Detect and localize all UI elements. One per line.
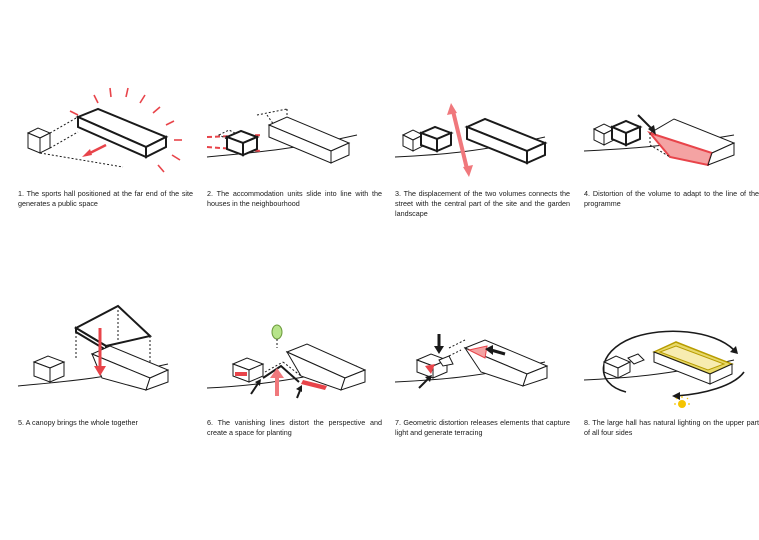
terrace-guides (448, 339, 466, 357)
diagram-5-illustration (17, 304, 170, 391)
diagram-7-illustration (394, 334, 549, 389)
planting-arrow (270, 368, 284, 396)
diagram-7-caption: 7. Geometric distortion releases element… (395, 418, 570, 437)
diagram-6-caption: 6. The vanishing lines distort the persp… (207, 418, 382, 437)
connection-arrow (447, 103, 473, 177)
accommodation-volume (32, 355, 66, 383)
hall-volume (464, 117, 548, 165)
diagram-panel-2: 2. The accommodation units slide into li… (206, 85, 382, 325)
emphasis-rays (69, 87, 182, 173)
diagram-panel-1: 1. The sports hall positioned at the far… (18, 85, 193, 325)
accommodation-cluster (415, 353, 454, 379)
diagram-1-caption: 1. The sports hall positioned at the far… (18, 189, 193, 208)
ghost-house (217, 129, 241, 141)
vanishing-lines (264, 361, 302, 377)
diagram-panel-6: 6. The vanishing lines distort the persp… (206, 300, 382, 540)
diagram-2-illustration (206, 108, 358, 164)
canopy-arrow (94, 328, 106, 376)
sun-path-arc-lower (675, 371, 745, 397)
distorted-perspective-line (262, 364, 300, 383)
diagram-3-illustration (394, 103, 548, 177)
sun-icon (674, 396, 690, 408)
accommodation-volume (418, 125, 454, 153)
small-house (401, 129, 425, 152)
diagram-panel-8: 8. The large hall has natural lighting o… (583, 300, 759, 540)
diagram-4-illustration (583, 114, 736, 167)
hall-volume (267, 116, 351, 164)
distorted-hall-volume (647, 118, 736, 167)
canopy-projection (75, 310, 151, 374)
light-arrows (418, 334, 506, 389)
hall-volume (285, 343, 367, 391)
tree-icon (271, 324, 283, 348)
accommodation-volume (231, 357, 265, 383)
diagram-panel-7: 7. Geometric distortion releases element… (394, 300, 570, 540)
diagram-5-caption: 5. A canopy brings the whole together (18, 418, 138, 427)
small-volume (26, 127, 52, 154)
accommodation-cluster (602, 353, 645, 379)
diagram-8-caption: 8. The large hall has natural lighting o… (584, 418, 759, 437)
site-outline (39, 116, 124, 168)
diagram-panel-5: 5. A canopy brings the whole together (17, 300, 193, 540)
light-arrows (250, 379, 302, 399)
diagram-4-caption: 4. Distortion of the volume to adapt to … (584, 189, 759, 208)
lit-hall-volume (652, 341, 734, 385)
diagram-8-illustration (583, 330, 745, 408)
diagram-panel-4: 4. Distortion of the volume to adapt to … (583, 85, 759, 325)
original-outline (649, 133, 671, 158)
accommodation-volume (609, 119, 643, 147)
hall-volume (90, 345, 170, 391)
hall-volume (463, 339, 549, 387)
diagram-1-illustration (26, 87, 182, 173)
accommodation-volume (224, 129, 260, 157)
canopy-plane (73, 304, 153, 352)
diagram-3-caption: 3. The displacement of the two volumes c… (395, 189, 570, 218)
movement-arrow (82, 143, 107, 157)
sports-hall-volume (75, 107, 169, 159)
diagram-panel-3: 3. The displacement of the two volumes c… (394, 85, 570, 325)
diagram-2-caption: 2. The accommodation units slide into li… (207, 189, 382, 208)
diagram-6-illustration (206, 324, 367, 399)
